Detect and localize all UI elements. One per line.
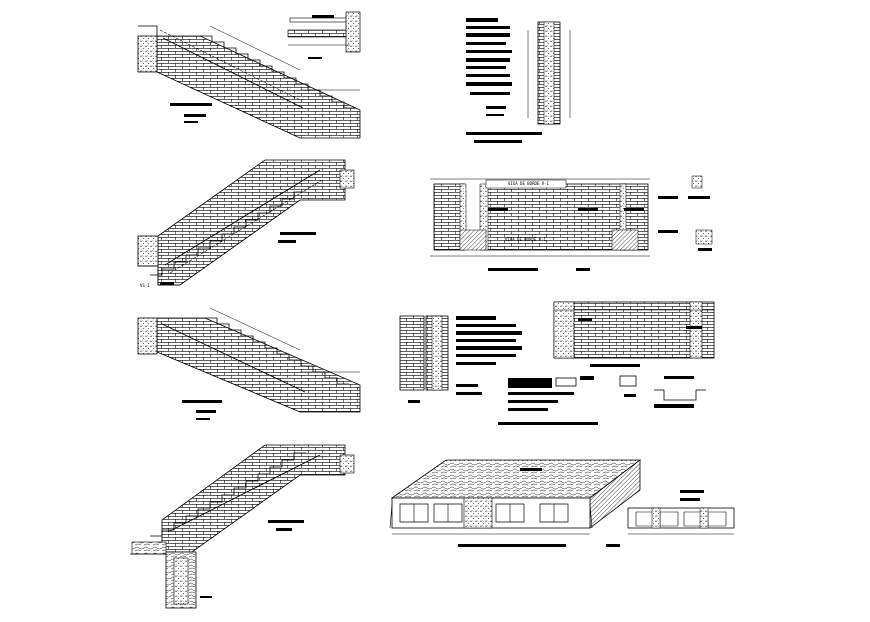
wall-section-detail bbox=[399, 315, 522, 395]
reinforcement-details bbox=[408, 375, 706, 425]
beam-label-large: VIGA DE BORDE V-1 bbox=[508, 181, 549, 186]
beam-label-small: VIGA DE BORDE V-1 bbox=[505, 237, 546, 242]
wall-section-small bbox=[606, 490, 735, 547]
stair-section-1 bbox=[137, 25, 361, 139]
detail-top-beam bbox=[287, 11, 361, 59]
beam-elevation-detail bbox=[553, 301, 715, 367]
wall-elevation bbox=[430, 175, 713, 271]
isometric-wall-view bbox=[389, 459, 642, 547]
column-detail bbox=[466, 18, 571, 143]
stair-section-3 bbox=[137, 307, 361, 420]
stair-section-2 bbox=[137, 159, 355, 286]
vs-label: VS-1 bbox=[140, 283, 150, 288]
stair-section-4 bbox=[130, 444, 355, 609]
